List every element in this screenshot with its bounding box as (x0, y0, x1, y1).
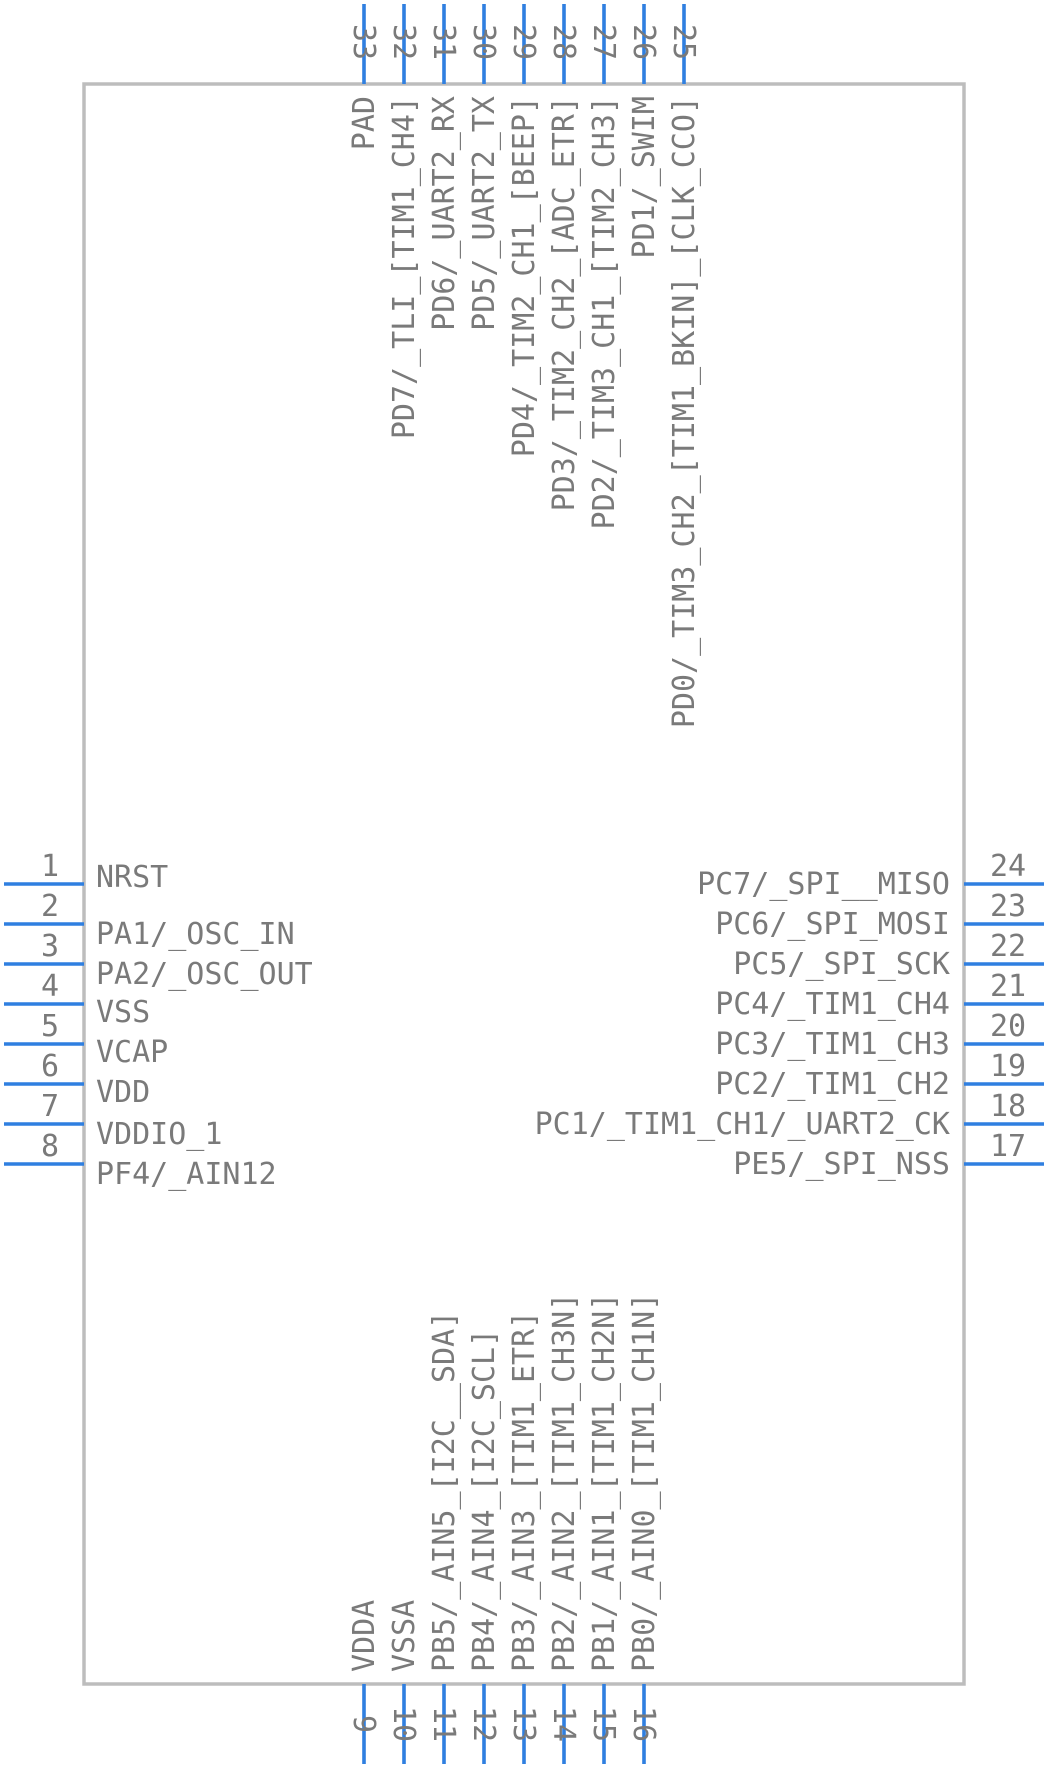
pin-label-20: PC3/_TIM1_CH3 (715, 1027, 950, 1062)
pin-number-11: 11 (426, 1706, 461, 1742)
pin-label-26: PD1/_SWIM (627, 96, 662, 259)
pin-number-21: 21 (990, 969, 1026, 1004)
pin-number-2: 2 (41, 889, 59, 924)
pin-label-10: VSSA (387, 1600, 422, 1672)
pin-label-22: PC5/_SPI_SCK (733, 947, 950, 982)
pin-number-10: 10 (386, 1706, 421, 1742)
pin-label-23: PC6/_SPI_MOSI (715, 907, 950, 942)
pin-label-9: VDDA (347, 1600, 382, 1672)
pin-number-32: 32 (386, 24, 421, 60)
pin-number-16: 16 (626, 1706, 661, 1742)
pin-label-13: PB3/_AIN3_[TIM1_ETR] (507, 1311, 542, 1672)
pin-label-27: PD2/_TIM3_CH1_[TIM2_CH3] (587, 96, 622, 529)
pin-label-31: PD6/_UART2_RX (427, 96, 462, 331)
pin-number-30: 30 (466, 24, 501, 60)
pin-label-8: PF4/_AIN12 (96, 1157, 277, 1192)
pin-number-29: 29 (506, 24, 541, 60)
pin-label-19: PC2/_TIM1_CH2 (715, 1067, 950, 1102)
pin-number-4: 4 (41, 969, 59, 1004)
pin-number-12: 12 (466, 1706, 501, 1742)
pin-label-32: PD7/_TLI_[TIM1_CH4] (387, 96, 422, 439)
pin-label-16: PB0/_AIN0_[TIM1_CH1N] (627, 1293, 662, 1672)
pin-number-23: 23 (990, 889, 1026, 924)
pin-number-7: 7 (41, 1089, 59, 1124)
pin-number-31: 31 (426, 24, 461, 60)
pin-number-5: 5 (41, 1009, 59, 1044)
pin-label-15: PB1/_AIN1_[TIM1_CH2N] (587, 1293, 622, 1672)
pin-number-8: 8 (41, 1129, 59, 1164)
pin-number-15: 15 (586, 1706, 621, 1742)
pin-number-22: 22 (990, 929, 1026, 964)
pin-label-24: PC7/_SPI__MISO (697, 867, 950, 902)
pin-label-29: PD4/_TIM2_CH1_[BEEP] (507, 96, 542, 457)
pin-label-33: PAD (347, 96, 382, 150)
pin-label-17: PE5/_SPI_NSS (733, 1147, 950, 1182)
pin-number-33: 33 (346, 24, 381, 60)
pin-label-1: NRST (96, 860, 168, 895)
pin-label-11: PB5/_AIN5_[I2C__SDA] (427, 1311, 462, 1672)
pin-number-9: 9 (346, 1715, 381, 1733)
pin-label-21: PC4/_TIM1_CH4 (715, 987, 950, 1022)
pin-label-5: VCAP (96, 1035, 168, 1070)
pin-label-28: PD3/_TIM2_CH2_[ADC_ETR] (547, 96, 582, 511)
pin-number-28: 28 (546, 24, 581, 60)
ic-body (82, 82, 966, 1686)
pin-label-2: PA1/_OSC_IN (96, 917, 295, 952)
pin-label-3: PA2/_OSC_OUT (96, 957, 313, 992)
pin-label-25: PD0/_TIM3_CH2_[TIM1_BKIN]_[CLK_CCO] (667, 96, 702, 728)
pin-number-17: 17 (990, 1129, 1026, 1164)
pin-number-27: 27 (586, 24, 621, 60)
pin-label-12: PB4/_AIN4_[I2C_SCL] (467, 1329, 502, 1672)
pin-label-18: PC1/_TIM1_CH1/_UART2_CK (535, 1107, 950, 1142)
pin-number-13: 13 (506, 1706, 541, 1742)
pin-label-14: PB2/_AIN2_[TIM1_CH3N] (547, 1293, 582, 1672)
pin-number-25: 25 (666, 24, 701, 60)
pin-number-3: 3 (41, 929, 59, 964)
pin-number-18: 18 (990, 1089, 1026, 1124)
pin-number-14: 14 (546, 1706, 581, 1742)
pin-number-20: 20 (990, 1009, 1026, 1044)
pin-number-19: 19 (990, 1049, 1026, 1084)
pin-label-30: PD5/_UART2_TX (467, 96, 502, 331)
pin-number-1: 1 (41, 849, 59, 884)
pin-label-4: VSS (96, 995, 150, 1030)
pin-number-24: 24 (990, 849, 1026, 884)
pin-number-6: 6 (41, 1049, 59, 1084)
pin-number-26: 26 (626, 24, 661, 60)
pin-label-7: VDDIO_1 (96, 1117, 222, 1152)
pin-label-6: VDD (96, 1075, 150, 1110)
